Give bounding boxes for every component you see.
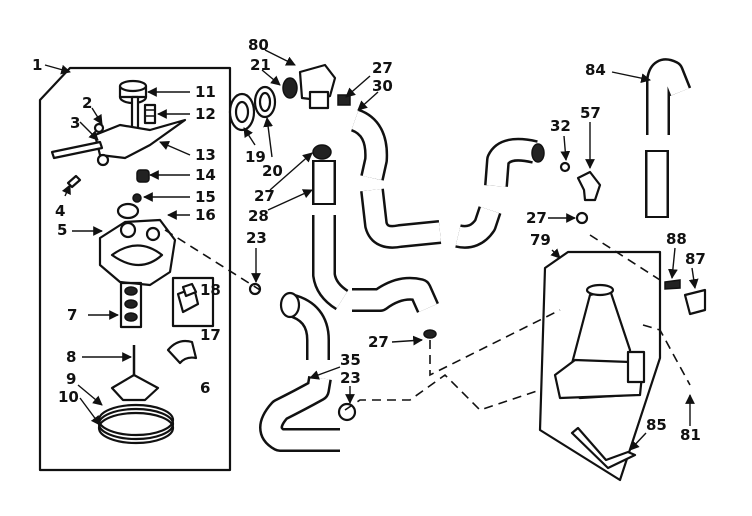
callout-27-mid: 27 (254, 187, 275, 205)
callout-85: 85 (646, 416, 667, 434)
callout-4: 4 (55, 202, 65, 220)
seal-part (116, 202, 140, 220)
callout-7: 7 (67, 306, 77, 324)
callout-21: 21 (250, 56, 271, 74)
callout-13: 13 (195, 146, 216, 164)
pump-assembly-border (38, 66, 232, 472)
callout-5: 5 (57, 221, 67, 239)
callout-10: 10 (58, 388, 79, 406)
leader-lines (44, 49, 699, 451)
lever-bracket-part (93, 118, 187, 160)
callout-87: 87 (685, 250, 706, 268)
callout-28: 28 (248, 207, 269, 225)
callout-27-upper: 27 (372, 59, 393, 77)
callout-labels: 1 2 3 4 5 6 7 8 9 10 11 12 13 14 15 16 1… (32, 36, 706, 444)
callout-80: 80 (248, 36, 269, 54)
impeller-part (110, 373, 160, 402)
callout-79: 79 (530, 231, 551, 249)
callout-6: 6 (200, 379, 210, 397)
bushing-part (136, 169, 150, 183)
callout-23-upper: 23 (246, 229, 267, 247)
callout-30: 30 (372, 77, 393, 95)
callout-12: 12 (195, 105, 216, 123)
bracket-85 (570, 426, 637, 470)
clip-part (166, 339, 198, 365)
callout-14: 14 (195, 166, 216, 184)
callout-35: 35 (340, 351, 361, 369)
callout-1: 1 (32, 56, 42, 74)
callout-15: 15 (195, 188, 216, 206)
callout-11: 11 (195, 83, 216, 101)
callout-27-right: 27 (526, 209, 547, 227)
callout-19: 19 (245, 148, 266, 166)
callout-23-lower: 23 (340, 369, 361, 387)
hoses (259, 58, 692, 452)
washer-part (132, 193, 142, 203)
elbow-57 (576, 170, 602, 202)
callout-16: 16 (195, 206, 216, 224)
clamps (248, 161, 707, 422)
callout-18: 18 (200, 281, 221, 299)
callout-9: 9 (66, 370, 76, 388)
callout-3: 3 (70, 114, 80, 132)
tank-part (553, 283, 646, 400)
callout-32: 32 (550, 117, 571, 135)
callout-27-lower: 27 (368, 333, 389, 351)
callout-57: 57 (580, 104, 601, 122)
callout-20: 20 (262, 162, 283, 180)
callout-84: 84 (585, 61, 606, 79)
coupling-assembly (228, 63, 351, 132)
spring-part (143, 103, 157, 125)
connection-lines (164, 229, 691, 411)
arm-part (50, 140, 104, 160)
callout-81: 81 (680, 426, 701, 444)
callout-88: 88 (666, 230, 687, 248)
callout-8: 8 (66, 348, 76, 366)
pump-assembly-parts (50, 79, 215, 445)
callout-17: 17 (200, 326, 221, 344)
callout-2: 2 (82, 94, 92, 112)
tank-assembly-border (538, 250, 662, 482)
